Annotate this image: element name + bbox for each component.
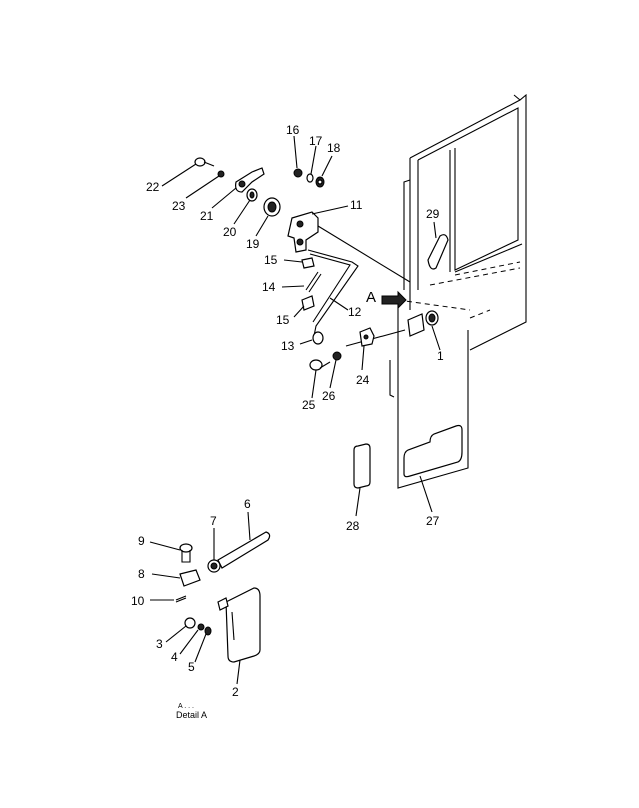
- callout-16: 16: [286, 123, 300, 137]
- part-8-block: [179, 569, 201, 587]
- callout-18: 18: [327, 141, 341, 155]
- callout-24: 24: [356, 373, 370, 387]
- callout-3: 3: [156, 637, 163, 651]
- view-arrow-label: A: [366, 289, 376, 306]
- callout-25: 25: [302, 398, 316, 412]
- callout-17: 17: [309, 134, 323, 148]
- part-11-bracket: [287, 211, 319, 253]
- part-16-nut: [293, 168, 303, 178]
- callout-9: 9: [138, 534, 145, 548]
- view-arrow-a: [381, 290, 407, 310]
- part-13-pin: [312, 331, 324, 345]
- callout-6: 6: [244, 497, 251, 511]
- callout-27: 27: [426, 514, 440, 528]
- part-9-bolt: [179, 543, 193, 563]
- callout-4: 4: [171, 650, 178, 664]
- callout-21: 21: [200, 209, 214, 223]
- callout-12: 12: [348, 305, 362, 319]
- callout-22: 22: [146, 180, 160, 194]
- callout-23: 23: [172, 199, 186, 213]
- part-5-nut: [204, 626, 212, 636]
- detail-caption: Detail A: [176, 710, 207, 720]
- part-15-clip-lower: [301, 295, 315, 311]
- part-22-bolt: [194, 157, 215, 167]
- callout-5: 5: [188, 660, 195, 674]
- callout-10: 10: [131, 594, 145, 608]
- part-29-plate: [427, 234, 449, 270]
- callout-7: 7: [210, 514, 217, 528]
- callout-1: 1: [437, 349, 444, 363]
- callout-14: 14: [262, 280, 276, 294]
- callout-11: 11: [350, 198, 363, 212]
- part-4-washer: [197, 623, 205, 631]
- callout-13: 13: [281, 339, 295, 353]
- part-1-latch: [407, 310, 439, 337]
- callout-15a: 15: [264, 253, 278, 267]
- callout-15b: 15: [276, 313, 290, 327]
- part-21-lever: [235, 167, 265, 193]
- part-28-plate: [353, 443, 371, 489]
- part-2-plate: [225, 587, 261, 663]
- callout-8: 8: [138, 567, 145, 581]
- door-frame: [317, 93, 527, 489]
- part-10-pin: [175, 595, 187, 601]
- part-15-clip-upper: [301, 257, 315, 269]
- detail-caption-top: A . . .: [178, 703, 194, 710]
- callout-28: 28: [346, 519, 360, 533]
- part-3-knob: [184, 617, 196, 629]
- part-27-panel: [403, 424, 463, 478]
- part-25-screw: [309, 359, 331, 371]
- callout-29: 29: [426, 207, 440, 221]
- callout-2: 2: [232, 685, 239, 699]
- callout-19: 19: [246, 237, 260, 251]
- part-6-shaft: [217, 531, 271, 569]
- callout-26: 26: [322, 389, 336, 403]
- part-17-washer: [306, 173, 314, 183]
- callout-20: 20: [223, 225, 237, 239]
- leader-lines: [149, 135, 441, 685]
- part-12-rod: [307, 249, 359, 337]
- part-23-washer: [217, 170, 225, 178]
- part-26-washer: [332, 351, 342, 361]
- part-14-link: [305, 271, 319, 291]
